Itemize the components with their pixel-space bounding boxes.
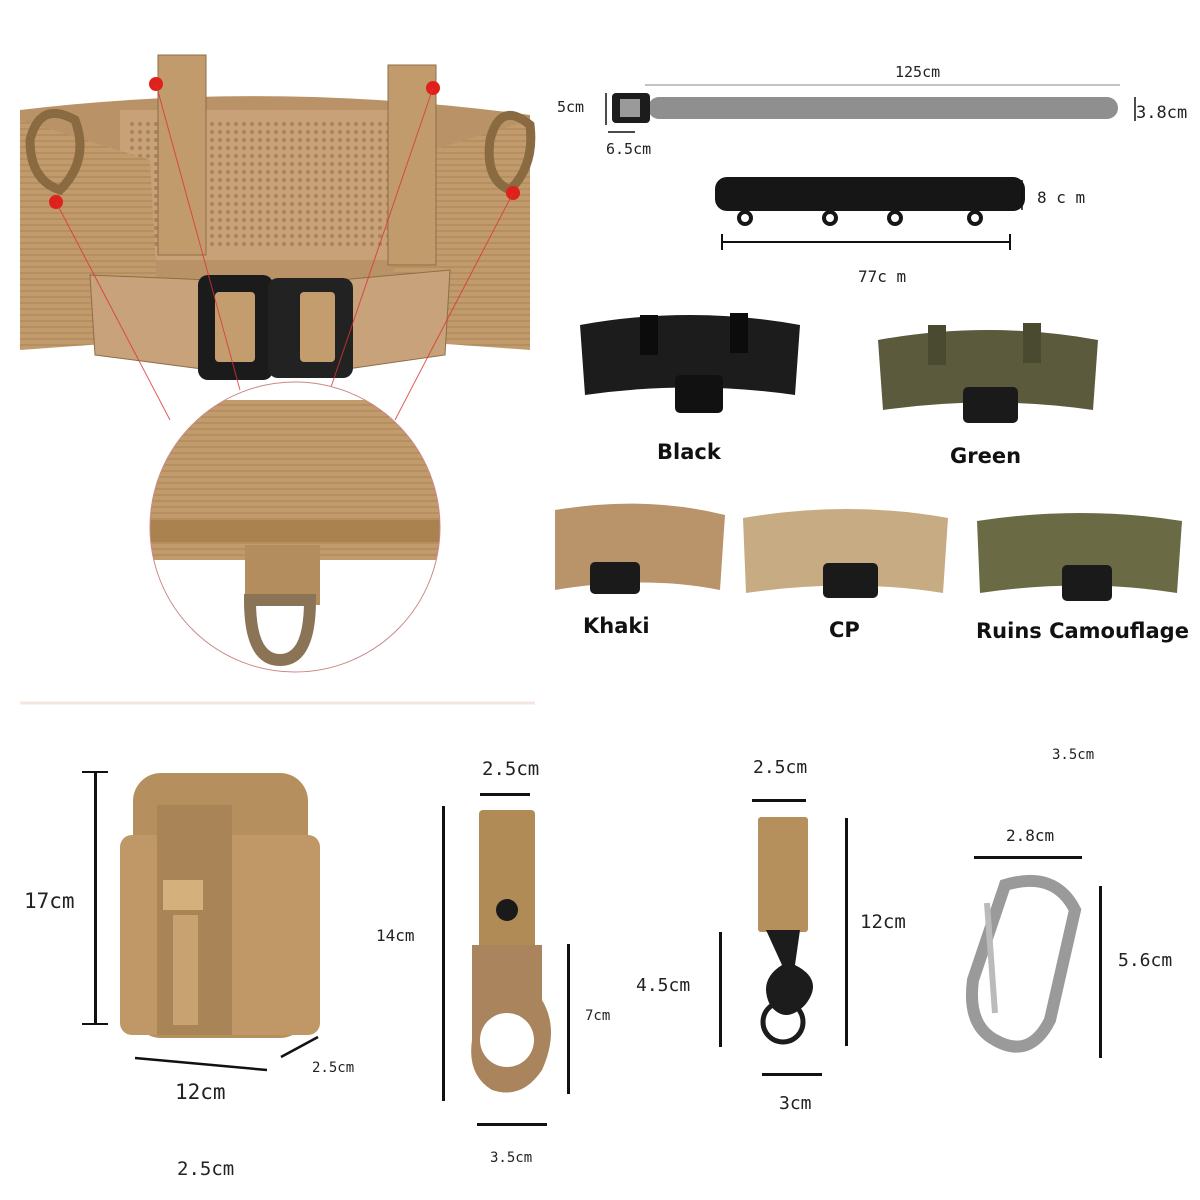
buckle-width-label: 6.5cm xyxy=(606,140,652,158)
key-hook-top-label: 2.5cm xyxy=(753,757,808,778)
pad-length-line xyxy=(721,234,1011,250)
pouch-depth-line xyxy=(280,1035,319,1059)
carabiner-width-label: 2.8cm xyxy=(1006,826,1055,845)
key-hook-hook-label: 4.5cm xyxy=(636,975,691,996)
key-hook-hook-line xyxy=(719,932,722,1047)
key-hook-ring-line xyxy=(762,1073,822,1076)
carabiner-image xyxy=(966,874,1082,1053)
strap-length-label: 125cm xyxy=(895,63,941,81)
pouch-image xyxy=(120,773,320,1038)
color-label-khaki: Khaki xyxy=(583,614,650,638)
color-label-black: Black xyxy=(657,440,721,464)
color-label-cp: CP xyxy=(829,618,860,642)
pouch-height-line xyxy=(94,772,97,1024)
key-hook-top-line xyxy=(752,799,806,802)
bottle-hook-ring-label: 3.5cm xyxy=(490,1150,533,1166)
pouch-height-cap-top xyxy=(82,771,108,773)
bottle-hook-ring-line xyxy=(477,1123,547,1126)
carabiner-width-line xyxy=(974,856,1082,859)
bottle-hook-length-label: 14cm xyxy=(376,926,415,945)
key-hook-length-line xyxy=(845,818,848,1046)
pad-length-label: 77c m xyxy=(858,267,907,286)
key-hook-image xyxy=(758,817,813,1045)
bottle-hook-image xyxy=(471,810,551,1093)
belt-black-image xyxy=(580,313,800,413)
bottle-hook-top-line xyxy=(480,793,530,796)
pouch-height-label: 17cm xyxy=(24,889,75,913)
pouch-depth-label: 2.5cm xyxy=(312,1060,355,1076)
belt-green-image xyxy=(878,323,1098,423)
strap-height-left-label: 5cm xyxy=(557,98,585,116)
carabiner-height-label: 5.6cm xyxy=(1118,950,1173,971)
belt-strap-diagram xyxy=(605,84,1136,226)
bottle-hook-clip-label: 7cm xyxy=(585,1008,611,1024)
pouch-height-cap-bottom xyxy=(82,1023,108,1025)
color-label-green: Green xyxy=(950,444,1022,468)
carabiner-top-note: 3.5cm xyxy=(1052,747,1095,763)
belt-closeup-photo xyxy=(20,54,536,705)
belt-khaki-image xyxy=(555,503,725,594)
key-hook-length-label: 12cm xyxy=(860,911,906,933)
pouch-extra-label: 2.5cm xyxy=(177,1158,235,1180)
belt-camo-image xyxy=(977,513,1182,601)
key-hook-ring-label: 3cm xyxy=(779,1093,812,1114)
bottle-hook-clip-line xyxy=(567,944,570,1094)
belt-cp-image xyxy=(743,509,948,598)
color-label-ruins-camouflage: Ruins Camouflage xyxy=(976,619,1189,643)
pouch-width-line xyxy=(134,1056,268,1072)
bottle-hook-top-label: 2.5cm xyxy=(482,758,540,780)
carabiner-height-line xyxy=(1099,886,1102,1058)
pad-height-label: 8 c m xyxy=(1037,188,1086,207)
pouch-width-label: 12cm xyxy=(175,1080,226,1104)
bottle-hook-length-line xyxy=(442,806,445,1101)
strap-height-right-label: 3.8cm xyxy=(1136,103,1188,123)
